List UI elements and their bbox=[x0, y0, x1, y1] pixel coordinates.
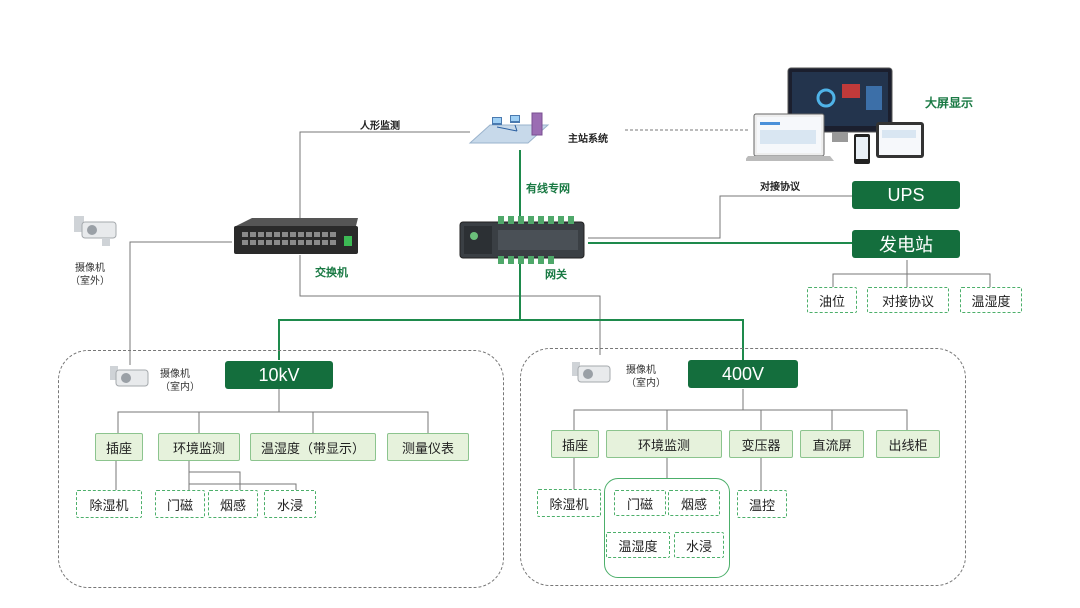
group-10kv bbox=[58, 350, 504, 588]
human-monitor-label: 人形监测 bbox=[360, 121, 400, 132]
gen-child-oil-level: 油位 bbox=[807, 287, 857, 313]
line-switch-to-main bbox=[299, 131, 470, 222]
node-400v-env-monitor: 环境监测 bbox=[606, 430, 722, 458]
main-station-label: 主站系统 bbox=[568, 134, 608, 145]
line-generator-children bbox=[832, 273, 991, 288]
line-switch-to-indoor-camera-400v bbox=[299, 255, 601, 355]
camera-indoor-10kv-icon bbox=[110, 366, 149, 387]
node-400v-outgoing-cabinet: 出线柜 bbox=[876, 430, 940, 458]
switch-label: 交换机 bbox=[315, 266, 348, 279]
switch-icon bbox=[234, 218, 358, 254]
node-400v-water-sensor: 水浸 bbox=[674, 532, 724, 558]
node-10kv-env-monitor: 环境监测 bbox=[158, 433, 240, 461]
env-monitor-subgroup-400v bbox=[604, 478, 730, 578]
generator-header: 发电站 bbox=[852, 230, 960, 258]
node-400v-temp-humidity: 温湿度 bbox=[606, 532, 670, 558]
wired-network-label: 有线专网 bbox=[526, 182, 570, 195]
node-400v-door-sensor: 门磁 bbox=[614, 490, 666, 516]
node-400v-smoke-sensor: 烟感 bbox=[668, 490, 720, 516]
header-10kv: 10kV bbox=[225, 361, 333, 389]
line-switch-to-outdoor-camera bbox=[129, 241, 232, 365]
node-10kv-water-sensor: 水浸 bbox=[264, 490, 316, 518]
camera-indoor-10kv-label: 摄像机（室内） bbox=[160, 369, 200, 393]
big-screen-label: 大屏显示 bbox=[925, 96, 974, 110]
node-400v-dc-panel: 直流屏 bbox=[800, 430, 864, 458]
gateway-label: 网关 bbox=[545, 268, 567, 281]
node-400v-transformer: 变压器 bbox=[729, 430, 793, 458]
big-screen-devices-icon bbox=[746, 67, 924, 164]
camera-indoor-400v-icon bbox=[572, 362, 611, 383]
camera-indoor-400v-label: 摄像机（室内） bbox=[626, 365, 666, 389]
node-10kv-door-sensor: 门磁 bbox=[155, 490, 205, 518]
gateway-icon bbox=[459, 216, 585, 264]
node-400v-dehumidifier: 除湿机 bbox=[537, 489, 601, 517]
gen-child-temp-humidity: 温湿度 bbox=[960, 287, 1022, 313]
line-gateway-to-buses bbox=[278, 262, 521, 360]
ups-header: UPS bbox=[852, 181, 960, 209]
docking-protocol-label: 对接协议 bbox=[760, 182, 800, 193]
camera-outdoor-icon bbox=[74, 216, 117, 246]
main-station-icon bbox=[468, 112, 550, 144]
node-10kv-smoke-sensor: 烟感 bbox=[208, 490, 258, 518]
line-gateway-to-ups bbox=[588, 195, 852, 239]
header-400v: 400V bbox=[688, 360, 798, 388]
gen-child-docking-protocol: 对接协议 bbox=[867, 287, 949, 313]
node-10kv-temp-humidity-display: 温湿度（带显示） bbox=[250, 433, 376, 461]
node-10kv-dehumidifier: 除湿机 bbox=[76, 490, 142, 518]
node-10kv-meter: 测量仪表 bbox=[387, 433, 469, 461]
node-400v-temp-control: 温控 bbox=[737, 490, 787, 518]
node-400v-socket: 插座 bbox=[551, 430, 599, 458]
node-10kv-socket: 插座 bbox=[95, 433, 143, 461]
camera-outdoor-label: 摄像机（室外） bbox=[70, 263, 110, 287]
group-400v bbox=[520, 348, 966, 586]
